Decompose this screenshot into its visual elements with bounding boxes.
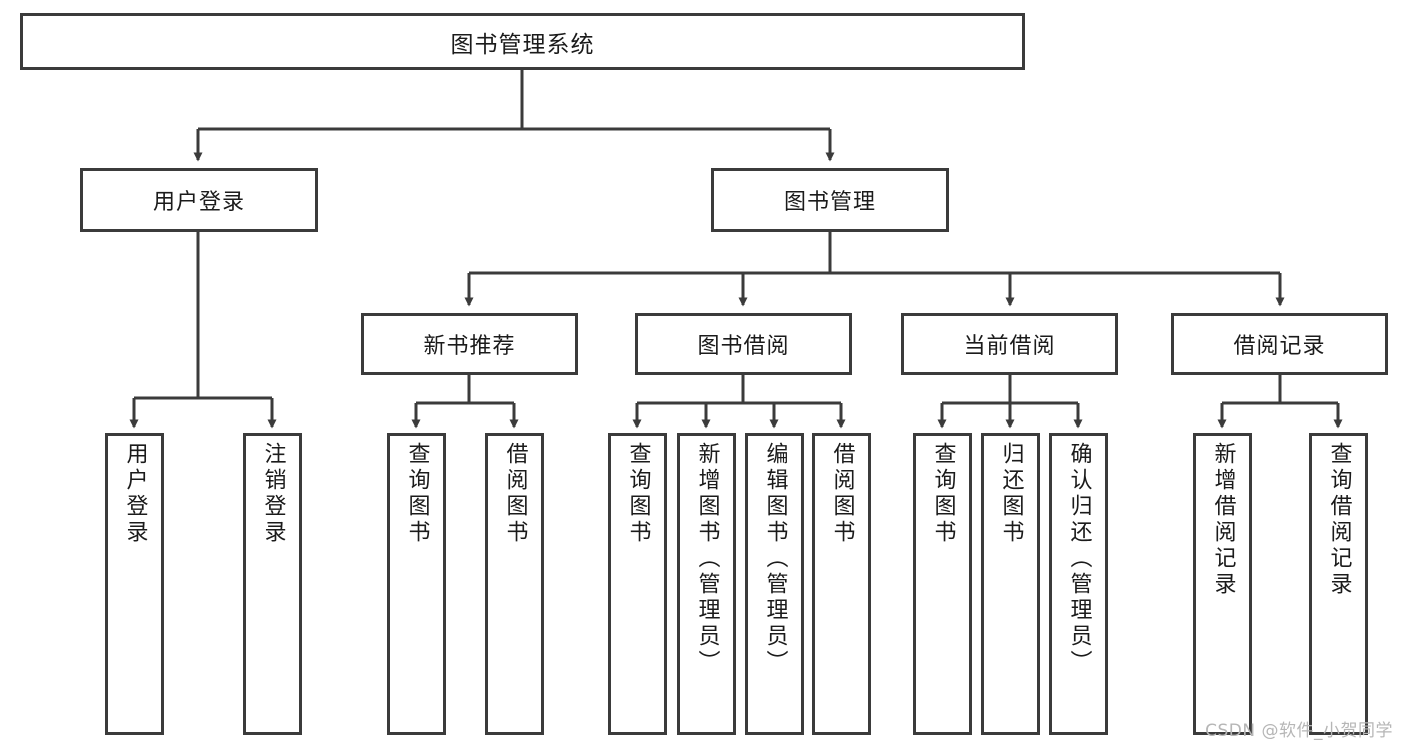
leaf-book-borrow-borrow[interactable]: 借阅图书 (812, 433, 871, 735)
leaf-user-login-logout[interactable]: 注销登录 (243, 433, 302, 735)
leaf-user-login-login[interactable]: 用户登录 (105, 433, 164, 735)
node-borrow-records-label: 借阅记录 (1233, 334, 1326, 359)
leaf-current-borrow-query[interactable]: 查询图书 (913, 433, 972, 735)
watermark-csdn: CSDN @软件_小贺同学 (1205, 721, 1393, 741)
node-book-borrow-label: 图书借阅 (697, 334, 790, 359)
node-borrow-records[interactable]: 借阅记录 (1171, 313, 1388, 375)
leaf-label: 查询图书 (404, 442, 430, 546)
node-new-book-recommend[interactable]: 新书推荐 (361, 313, 578, 375)
node-book-management[interactable]: 图书管理 (711, 168, 949, 232)
leaf-label: 借阅图书 (829, 442, 855, 546)
leaf-book-borrow-query[interactable]: 查询图书 (608, 433, 667, 735)
leaf-book-borrow-edit[interactable]: 编辑图书（管理员） (745, 433, 804, 735)
leaf-label: 新增图书（管理员） (694, 442, 720, 676)
leaf-label: 确认归还（管理员） (1066, 442, 1092, 676)
leaf-current-borrow-return[interactable]: 归还图书 (981, 433, 1040, 735)
node-current-borrow[interactable]: 当前借阅 (901, 313, 1118, 375)
leaf-current-borrow-confirm[interactable]: 确认归还（管理员） (1049, 433, 1108, 735)
edges-root-to-level2 (193, 70, 835, 162)
node-user-login-label: 用户登录 (152, 190, 245, 215)
edges-userlogin-to-leaves (129, 232, 277, 429)
edges-borrowrecords-to-leaves (1217, 375, 1343, 429)
leaf-new-book-query[interactable]: 查询图书 (387, 433, 446, 735)
node-book-borrow[interactable]: 图书借阅 (635, 313, 852, 375)
node-current-borrow-label: 当前借阅 (963, 334, 1056, 359)
node-book-management-label: 图书管理 (783, 190, 876, 215)
leaf-new-book-borrow[interactable]: 借阅图书 (485, 433, 544, 735)
node-root-system[interactable]: 图书管理系统 (20, 13, 1025, 70)
leaf-label: 查询图书 (625, 442, 651, 546)
leaf-label: 查询借阅记录 (1326, 442, 1352, 598)
edges-booksmgmt-to-level3 (464, 232, 1285, 307)
leaf-borrow-records-add[interactable]: 新增借阅记录 (1193, 433, 1252, 735)
edges-newbook-to-leaves (411, 375, 519, 429)
edges-bookborrow-to-leaves (632, 375, 846, 429)
leaf-label: 归还图书 (998, 442, 1024, 546)
leaf-label: 查询图书 (930, 442, 956, 546)
node-root-label: 图书管理系统 (450, 31, 595, 58)
node-new-book-recommend-label: 新书推荐 (423, 334, 516, 359)
node-user-login[interactable]: 用户登录 (80, 168, 318, 232)
leaf-label: 编辑图书（管理员） (762, 442, 788, 676)
leaf-label: 新增借阅记录 (1210, 442, 1236, 598)
leaf-label: 用户登录 (122, 442, 148, 546)
leaf-borrow-records-query[interactable]: 查询借阅记录 (1309, 433, 1368, 735)
leaf-label: 注销登录 (260, 442, 286, 546)
leaf-book-borrow-add[interactable]: 新增图书（管理员） (677, 433, 736, 735)
edges-currentborrow-to-leaves (937, 375, 1083, 429)
leaf-label: 借阅图书 (502, 442, 528, 546)
